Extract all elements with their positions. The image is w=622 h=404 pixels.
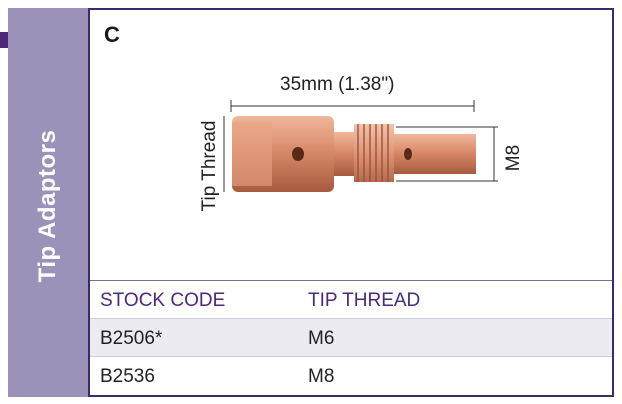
header-tip-thread: TIP THREAD <box>308 290 421 311</box>
edge-marker <box>0 32 8 48</box>
product-panel: C <box>88 8 614 397</box>
table-header: STOCK CODE TIP THREAD <box>90 280 612 318</box>
table-row: B2536 M8 <box>90 356 612 394</box>
category-sidebar: Tip Adaptors <box>8 8 88 397</box>
category-title: Tip Adaptors <box>34 129 61 283</box>
tip-thread-label: Tip Thread <box>199 120 220 212</box>
tip-thread-cell: M8 <box>308 366 335 387</box>
stock-code-cell: B2506* <box>100 328 163 349</box>
tip-adaptor-diagram <box>223 100 498 192</box>
tube-hole <box>404 148 412 160</box>
adaptor-neck <box>334 132 354 176</box>
tip-thread-cell: M6 <box>308 328 335 349</box>
stock-code-cell: B2536 <box>100 366 155 387</box>
variant-letter: C <box>104 22 120 47</box>
table-row: B2506* M6 <box>90 318 612 356</box>
gas-hole <box>292 147 304 161</box>
adaptor-flat <box>232 122 272 186</box>
thread-ridges <box>357 124 389 182</box>
length-label: 35mm (1.38") <box>280 74 395 95</box>
diameter-label: M8 <box>503 144 524 172</box>
header-stock-code: STOCK CODE <box>100 290 226 311</box>
